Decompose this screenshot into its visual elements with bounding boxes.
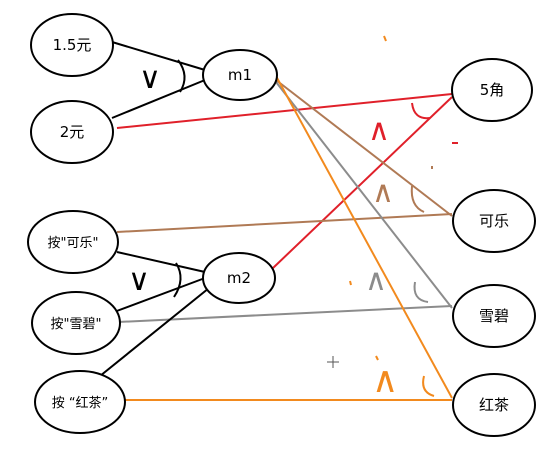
edge-btnsprite-m2 <box>113 277 206 313</box>
svg-text:1.5元: 1.5元 <box>53 36 92 54</box>
edge-btntea-m2 <box>99 283 215 377</box>
node-sprite: 雪碧 <box>452 284 536 348</box>
svg-text:2元: 2元 <box>60 123 85 141</box>
stray-mark-orange-2 <box>349 280 352 286</box>
and-symbol-tea: ∧ <box>372 360 398 401</box>
svg-text:按"可乐": 按"可乐" <box>48 236 99 251</box>
svg-text:雪碧: 雪碧 <box>479 307 509 325</box>
svg-text:红茶: 红茶 <box>479 396 509 414</box>
edge-btncola-m2 <box>116 251 206 273</box>
or-symbol-m2: ∨ <box>128 263 150 298</box>
and-symbol-jiao5: ∧ <box>368 113 390 148</box>
node-m1: m1 <box>202 49 278 101</box>
node-m2: m2 <box>202 252 276 304</box>
node-yuan15: 1.5元 <box>30 13 114 77</box>
svg-text:按"雪碧": 按"雪碧" <box>51 317 102 332</box>
edge-m2-jiao5 <box>272 96 453 269</box>
edge-m1-tea <box>275 75 453 399</box>
node-btn-sprite: 按"雪碧" <box>31 291 121 355</box>
edge-btncola-cola <box>116 213 453 233</box>
node-tea: 红茶 <box>452 373 536 437</box>
and-symbol-cola: ∧ <box>372 175 394 210</box>
node-cola: 可乐 <box>452 189 536 253</box>
node-btn-tea: 按 “红茶” <box>34 370 126 434</box>
edge-yuan15-m1 <box>111 41 206 71</box>
edge-yuan2-jiao5 <box>116 93 453 129</box>
svg-text:5角: 5角 <box>480 81 505 99</box>
arc-jiao5 <box>411 102 431 120</box>
or-symbol-m1: ∨ <box>139 61 161 96</box>
cursor-icon <box>327 356 339 368</box>
svg-text:按 “红茶”: 按 “红茶” <box>52 395 109 411</box>
node-yuan2: 2元 <box>30 100 114 164</box>
node-btn-cola: 按"可乐" <box>27 210 119 274</box>
edge-btnsprite-sprite <box>117 305 453 323</box>
arc-cola <box>410 185 425 213</box>
svg-text:m1: m1 <box>228 66 252 84</box>
svg-text:m2: m2 <box>227 269 251 287</box>
and-symbol-sprite: ∧ <box>365 263 387 298</box>
arc-sprite <box>413 281 429 303</box>
svg-text:可乐: 可乐 <box>479 212 509 230</box>
arc-m2 <box>173 262 182 298</box>
edge-m1-sprite <box>275 81 453 309</box>
arc-tea <box>422 375 435 397</box>
edge-yuan2-m1 <box>111 79 206 119</box>
stray-mark-orange-3 <box>375 355 379 361</box>
stray-mark-orange-1 <box>383 35 387 42</box>
arc-m1 <box>177 59 186 93</box>
node-jiao5: 5角 <box>451 58 533 122</box>
edge-m1-cola <box>275 79 453 217</box>
